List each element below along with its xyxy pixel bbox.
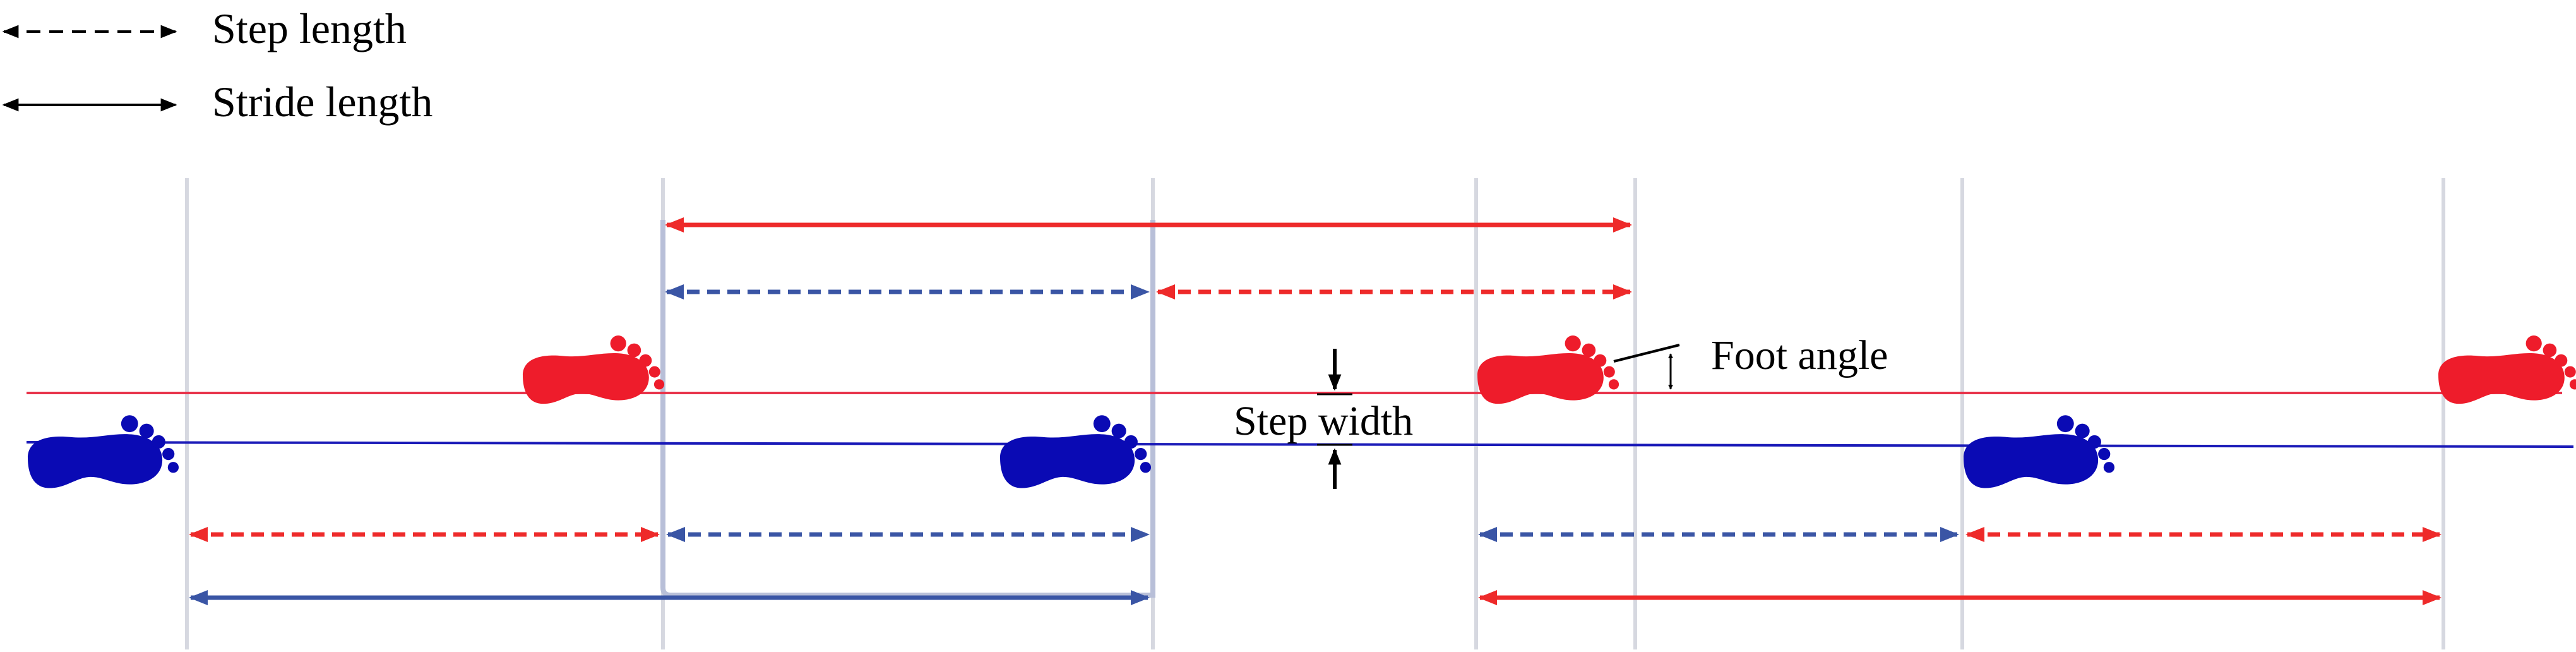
step-width-annotation: Step width (1227, 349, 1442, 489)
step-width-label-bg (1227, 397, 1442, 441)
blue-footprint-icon (1964, 415, 2115, 488)
foot-angle-line (1613, 344, 1680, 363)
blue-footprint-icon (1000, 415, 1152, 488)
legend-stride-length: Stride length (2, 78, 432, 126)
bottom-arrows (189, 527, 2442, 605)
legend-step-length-label: Step length (212, 4, 407, 52)
blue-footprint-icon (28, 415, 179, 488)
legend-step-length: Step length (2, 4, 407, 52)
legend: Step length Stride length (2, 4, 432, 126)
red-footprint-icon (2438, 335, 2576, 404)
stride-highlight-frame (660, 220, 1155, 598)
right-foot-line (26, 441, 2574, 448)
foot-angle-label: Foot angle (1711, 332, 1888, 378)
foot-angle-annotation: Foot angle (1613, 332, 1888, 390)
top-arrows (665, 217, 1632, 299)
step-width-label: Step width (1234, 398, 1413, 444)
legend-stride-length-label: Stride length (212, 78, 432, 126)
